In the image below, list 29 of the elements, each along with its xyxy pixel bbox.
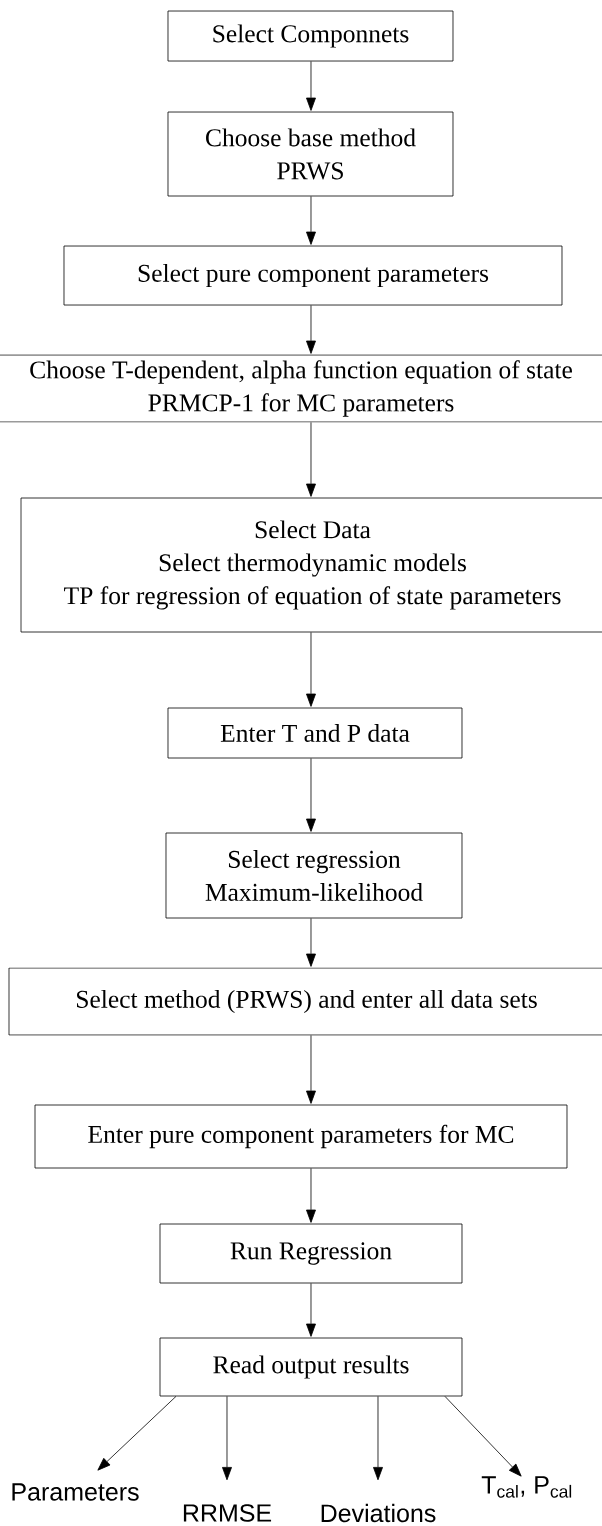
arrow xyxy=(306,758,316,832)
output-label: RRMSE xyxy=(183,1504,272,1522)
process-box: Choose T-dependent, alpha function equation of state PRMCP-1 for MC parameters xyxy=(0,354,602,423)
arrow xyxy=(306,1283,316,1337)
output-label: T$_{cal}$, P$_{cal}$ xyxy=(481,1476,572,1498)
arrow xyxy=(306,61,316,111)
arrow xyxy=(97,1396,177,1471)
arrow xyxy=(306,1168,316,1223)
process-box: Enter pure component parameters for MC xyxy=(34,1104,568,1169)
process-box: Select regression Maximum-likelihood xyxy=(165,832,463,919)
arrow xyxy=(306,1035,316,1104)
output-label: Parameters xyxy=(12,1483,139,1501)
arrow xyxy=(306,196,316,245)
arrow xyxy=(373,1396,383,1481)
process-box: Read output results xyxy=(159,1337,463,1397)
process-box: Select pure component parameters xyxy=(63,245,563,306)
arrow xyxy=(444,1396,522,1477)
process-box: Choose base method PRWS xyxy=(167,111,454,197)
process-box: Select method (PRWS) and enter all data sets xyxy=(8,967,602,1036)
process-box: Select Data Select thermodynamic models TP for regression of equation of state parameters xyxy=(20,497,602,633)
process-box: Select Componnets xyxy=(167,10,454,62)
process-box: Enter T and P data xyxy=(167,707,463,759)
arrow xyxy=(306,918,316,967)
arrow xyxy=(222,1396,232,1481)
arrow xyxy=(306,305,316,354)
process-box: Run Regression xyxy=(159,1223,463,1284)
arrow xyxy=(306,422,316,497)
arrow xyxy=(306,632,316,707)
output-label: Deviations xyxy=(321,1503,436,1523)
